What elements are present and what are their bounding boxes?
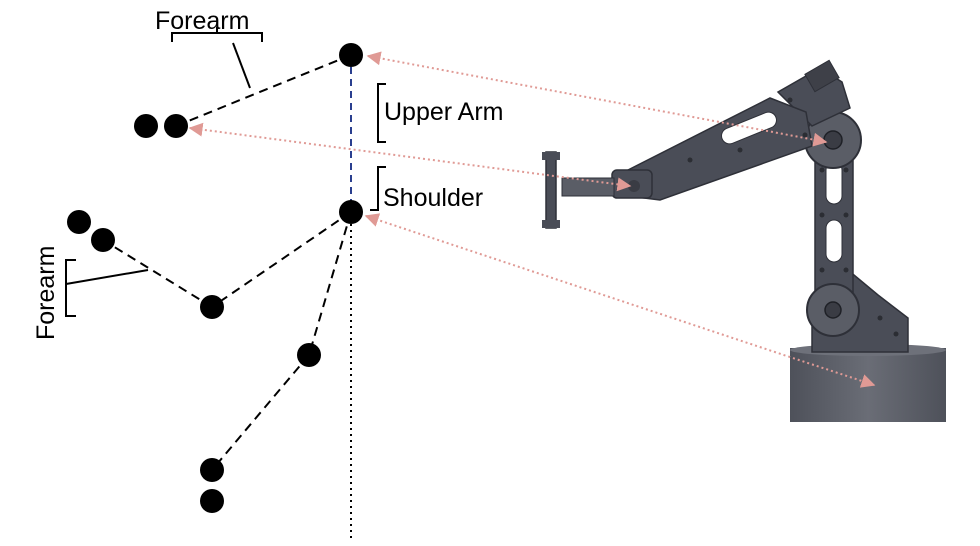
robot-forearm-link [627, 97, 813, 201]
forearm-left-bracket [65, 259, 76, 317]
forearm-top-bracket [171, 27, 263, 42]
upper-arm-line-down-pose [308, 211, 352, 356]
upper-arm-line-left-pose [211, 211, 352, 308]
wrist-joint-down-inner [200, 458, 224, 482]
forearm-line-down-pose [211, 354, 310, 471]
wrist-joint-left-inner [91, 228, 115, 252]
pointer-arrow-wrist [188, 122, 632, 192]
forearm-line-left-pose [102, 239, 213, 308]
robot-gripper-jaw [545, 151, 557, 229]
forearm-label-left: Forearm [32, 246, 60, 340]
pointer-arrow-shoulder [364, 213, 876, 388]
robot-upper-arm-slot-2 [825, 219, 843, 263]
wrist-joint-down-outer [200, 489, 224, 513]
elbow-joint-left [200, 295, 224, 319]
robot-gripper-tip-top [542, 152, 560, 160]
forearm-left-leader [65, 269, 149, 285]
robot-wrist-hub [628, 180, 640, 192]
shoulder-joint [339, 200, 363, 224]
elbow-joint-top [339, 43, 363, 67]
forearm-line-top [175, 54, 352, 127]
robot-base [790, 348, 946, 422]
robot-arm-illustration [542, 59, 946, 422]
robot-gripper-tip-bottom [542, 220, 560, 228]
forearm-top-leader [232, 42, 251, 89]
forearm-label-top: Forearm [155, 7, 249, 35]
upper-arm-label: Upper Arm [384, 98, 503, 126]
shoulder-label: Shoulder [383, 184, 483, 212]
wrist-joint-top-outer [134, 114, 158, 138]
elbow-joint-down [297, 343, 321, 367]
robot-elbow-hub [823, 130, 843, 150]
robot-shoulder-hub [824, 301, 842, 319]
wrist-joint-top-inner [164, 114, 188, 138]
wrist-joint-left-outer [67, 210, 91, 234]
